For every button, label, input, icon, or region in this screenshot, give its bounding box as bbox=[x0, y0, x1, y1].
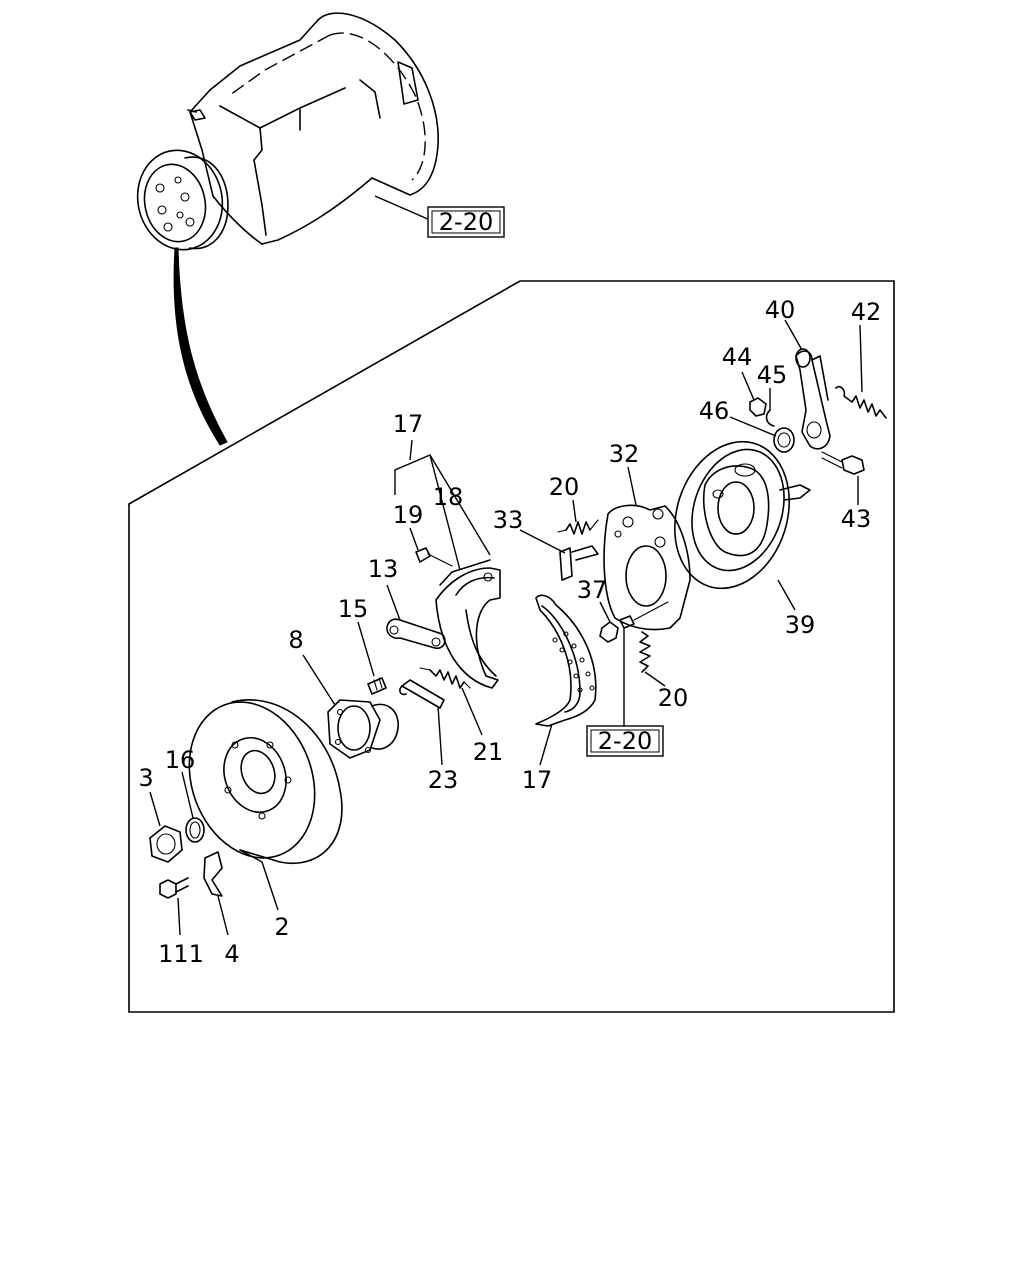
adjust-nut bbox=[599, 621, 619, 643]
stud-bolt bbox=[367, 677, 387, 695]
tension-spring bbox=[835, 385, 887, 419]
brake-drum bbox=[188, 699, 343, 865]
callout-45: 45 bbox=[757, 361, 788, 389]
dust-cover bbox=[673, 440, 811, 590]
link-plate bbox=[386, 618, 446, 650]
detail-frame bbox=[128, 280, 895, 1013]
return-spring-lower bbox=[639, 631, 651, 673]
callout-17b: 17 bbox=[522, 766, 553, 794]
clip bbox=[203, 851, 223, 897]
callout-33: 33 bbox=[493, 506, 524, 534]
lever-nut bbox=[749, 397, 767, 417]
brake-shoe-rear bbox=[435, 559, 501, 689]
callout-40: 40 bbox=[765, 296, 796, 324]
connector-swoosh bbox=[173, 247, 228, 446]
brake-lever bbox=[795, 348, 831, 450]
callout-46: 46 bbox=[699, 397, 730, 425]
callout-13: 13 bbox=[368, 555, 399, 583]
callout-17a: 17 bbox=[393, 410, 424, 438]
bolt bbox=[159, 877, 189, 899]
adjust-pin bbox=[619, 601, 669, 629]
callout-21: 21 bbox=[473, 738, 504, 766]
snap-ring bbox=[765, 409, 775, 427]
lock-nut bbox=[149, 825, 183, 863]
callout-111: 111 bbox=[158, 940, 204, 968]
callout-20a: 20 bbox=[549, 473, 580, 501]
callout-32: 32 bbox=[609, 440, 640, 468]
callout-3: 3 bbox=[138, 764, 153, 792]
backing-plate bbox=[603, 504, 691, 631]
callout-42: 42 bbox=[851, 298, 882, 326]
retainer-bolt bbox=[415, 547, 453, 567]
adjuster-spring bbox=[419, 667, 471, 689]
callout-19: 19 bbox=[393, 501, 424, 529]
callout-44: 44 bbox=[722, 343, 753, 371]
callout-18: 18 bbox=[433, 483, 464, 511]
reference-tag-top: 2-20 bbox=[427, 206, 505, 238]
callout-2: 2 bbox=[274, 913, 289, 941]
callout-39: 39 bbox=[785, 611, 816, 639]
lever-bolt bbox=[821, 451, 865, 475]
callout-43: 43 bbox=[841, 505, 872, 533]
anchor-pin bbox=[399, 679, 445, 709]
svg-text:2-20: 2-20 bbox=[598, 727, 652, 755]
leader-lines bbox=[149, 319, 863, 936]
hub-flange bbox=[327, 699, 399, 759]
callout-labels: 17 18 19 13 15 8 3 16 2 111 4 23 21 17 3… bbox=[138, 296, 881, 968]
brake-shoe-front bbox=[535, 594, 597, 727]
callout-20b: 20 bbox=[658, 684, 689, 712]
callout-8: 8 bbox=[288, 626, 303, 654]
reference-tag-lower: 2-20 bbox=[586, 725, 664, 757]
cam-lever bbox=[559, 545, 599, 581]
callout-4: 4 bbox=[224, 940, 239, 968]
svg-text:2-20: 2-20 bbox=[439, 208, 493, 236]
callout-37: 37 bbox=[577, 576, 608, 604]
callout-16: 16 bbox=[165, 746, 196, 774]
lever-washer bbox=[773, 427, 795, 453]
transmission-assembly bbox=[136, 12, 439, 251]
callout-23: 23 bbox=[428, 766, 459, 794]
o-ring-washer bbox=[185, 817, 205, 843]
ref-leader-top bbox=[374, 195, 431, 221]
return-spring-upper bbox=[557, 519, 599, 535]
callout-15: 15 bbox=[338, 595, 369, 623]
